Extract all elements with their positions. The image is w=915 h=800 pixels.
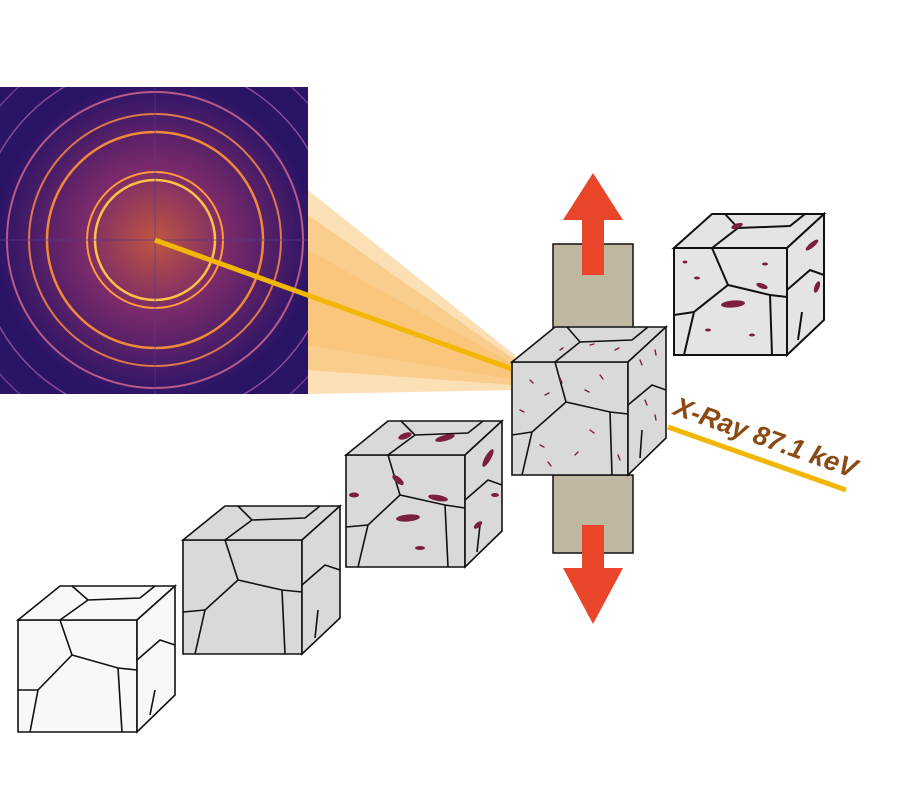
grain-cube-grey [180,504,343,656]
fine-precipitates [519,343,657,467]
grain-cube-precipitates [343,419,505,569]
diffraction-cone [308,190,515,394]
precipitates [349,432,499,550]
detector-panel [0,87,308,394]
diffracted-beam [154,237,516,373]
arrow-up-icon [563,173,623,275]
grain-cube-initial [15,584,178,734]
arrow-down-icon [563,525,623,624]
incident-xray-beam [667,424,847,493]
grain-cube-final [671,211,827,358]
diffraction-detector [0,87,308,394]
grown-precipitates [682,222,821,337]
upper-grip [552,243,634,330]
sample-cube-in-beam [509,325,669,477]
